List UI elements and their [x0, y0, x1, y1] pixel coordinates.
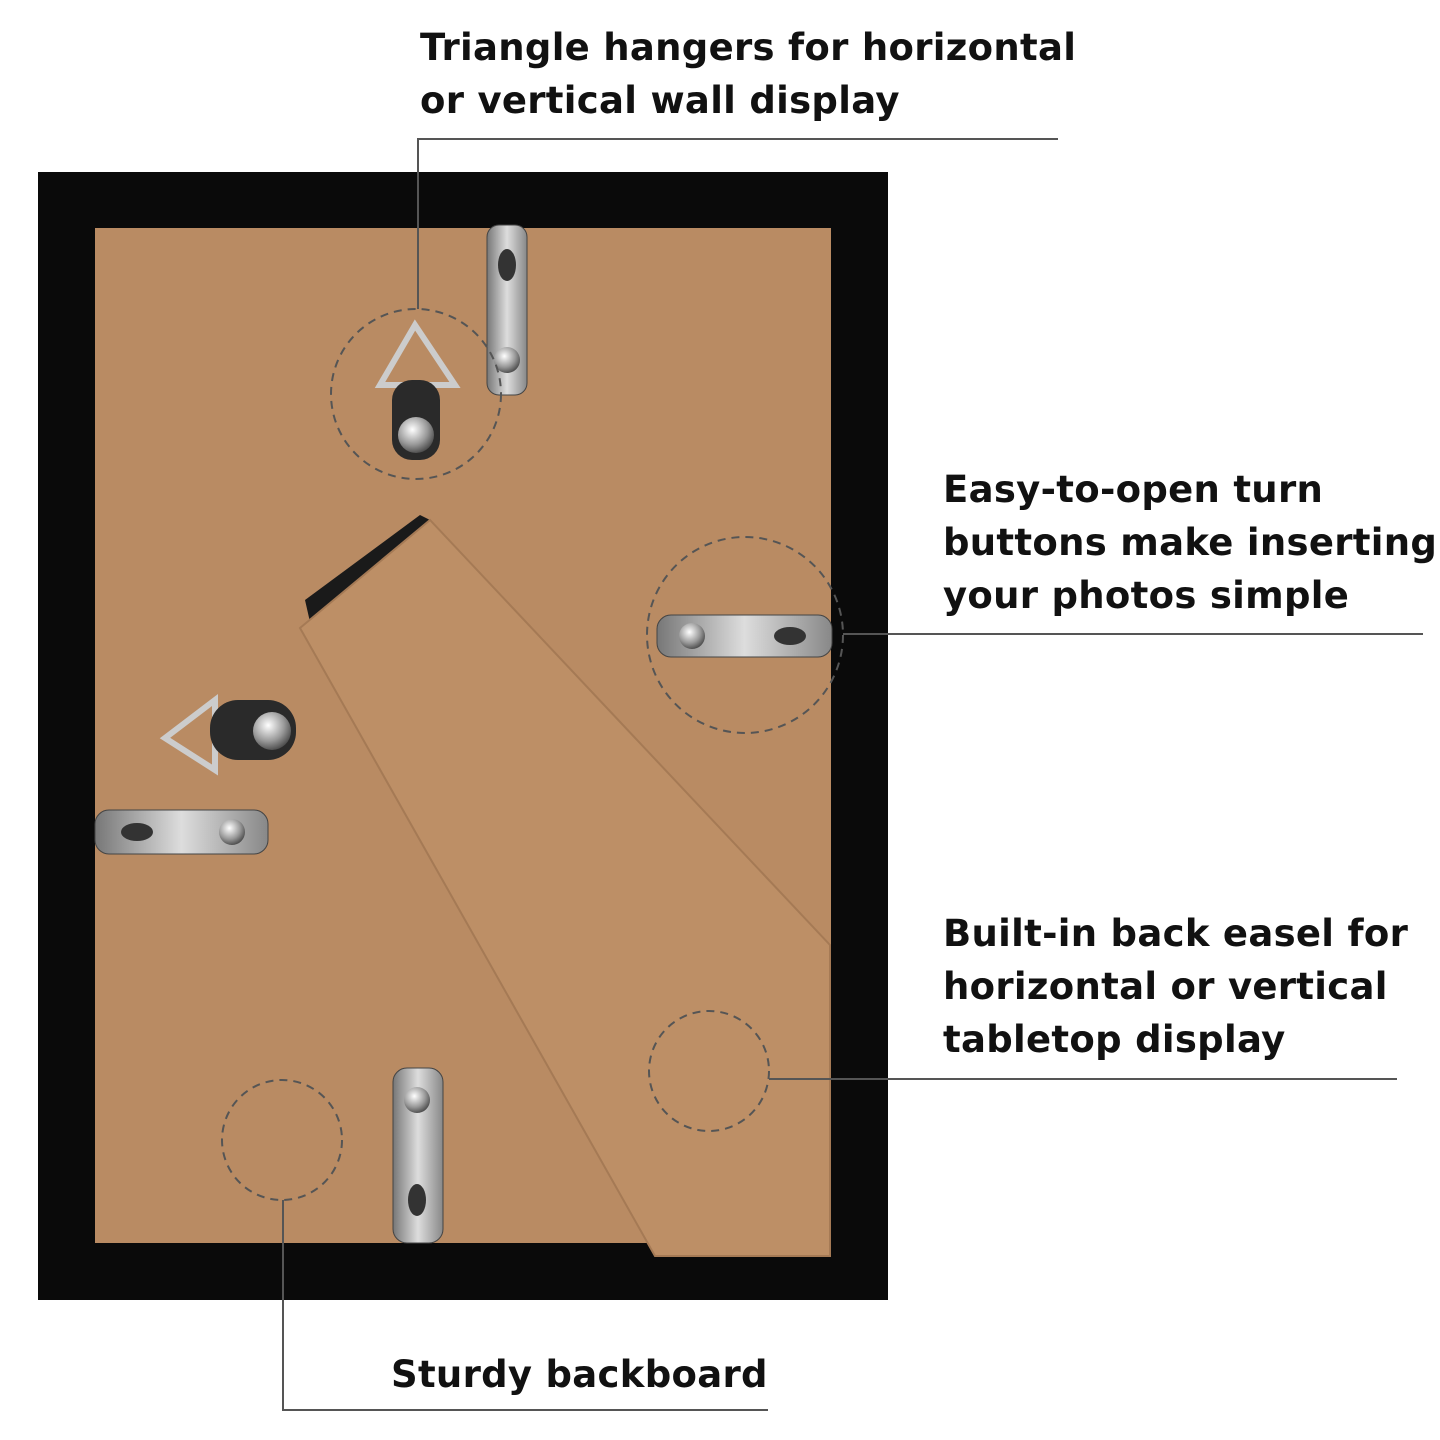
leader-line-hangers: [417, 138, 1058, 309]
callout-hangers: Triangle hangers for horizontal or verti…: [420, 21, 1076, 127]
callout-line: tabletop display: [943, 1018, 1286, 1061]
turn-button-top: [486, 224, 528, 396]
highlight-hanger: [330, 308, 502, 480]
turn-button-right: [656, 614, 833, 658]
highlight-easel: [648, 1010, 770, 1132]
leader-line-backboard: [282, 1200, 768, 1411]
callout-backboard: Sturdy backboard: [391, 1348, 768, 1401]
easel: [298, 518, 831, 1257]
callout-turn-buttons: Easy-to-open turn buttons make inserting…: [943, 463, 1437, 622]
callout-line: Built-in back easel for: [943, 912, 1409, 955]
callout-line: or vertical wall display: [420, 79, 900, 122]
callout-line: Triangle hangers for horizontal: [420, 26, 1077, 69]
callout-line: your photos simple: [943, 574, 1350, 617]
highlight-backboard: [221, 1079, 343, 1201]
turn-button-left: [94, 809, 269, 855]
triangle-hanger-left: [159, 693, 296, 776]
callout-line: buttons make inserting: [943, 521, 1438, 564]
turn-button-bottom: [392, 1067, 444, 1244]
callout-line: Sturdy backboard: [391, 1353, 768, 1396]
callout-easel: Built-in back easel for horizontal or ve…: [943, 907, 1408, 1066]
triangle-hanger-top: [374, 319, 461, 460]
callout-line: Easy-to-open turn: [943, 468, 1324, 511]
callout-line: horizontal or vertical: [943, 965, 1388, 1008]
